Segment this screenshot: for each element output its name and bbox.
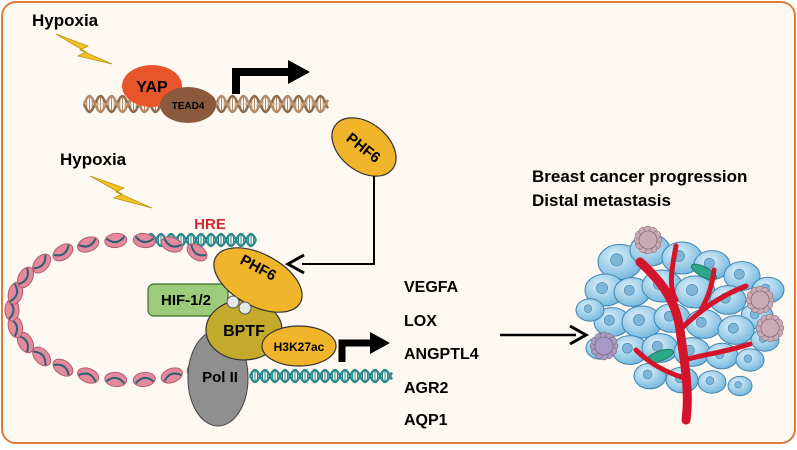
lightning-bolt-icon-2 <box>89 175 153 209</box>
chromatin-loop <box>4 232 258 388</box>
phf6-protein-top <box>331 117 397 177</box>
binding-dot-2 <box>238 301 252 315</box>
hypoxia-label-top: Hypoxia <box>32 11 99 30</box>
transcription-arrow-icon <box>232 68 290 94</box>
tead4-label: TEAD4 <box>172 101 205 112</box>
hre-label: HRE <box>194 216 226 233</box>
gene-aqp1: AQP1 <box>404 412 448 429</box>
outcome-line-1: Breast cancer progression <box>532 167 747 186</box>
phf6-recruit-arrowhead <box>284 253 305 275</box>
outcome-arrowhead <box>569 324 590 346</box>
lightning-bolt-icon <box>55 33 113 65</box>
gene-angptl4: ANGPTL4 <box>404 346 479 363</box>
yap-label: YAP <box>136 79 168 96</box>
phf6-recruit-line <box>302 176 375 265</box>
gene-agr2: AGR2 <box>404 380 449 397</box>
transcription-arrow-head-2 <box>370 332 390 354</box>
transcription-arrow-head <box>288 60 310 84</box>
dna-helix-bottom <box>248 368 394 384</box>
tead4-protein <box>160 87 216 123</box>
transcription-arrow-icon-2 <box>338 339 372 362</box>
binding-dot-1 <box>226 295 240 309</box>
pol2-label: Pol II <box>202 369 238 386</box>
target-gene-list: VEGFA LOX ANGPTL4 AGR2 AQP1 <box>404 279 479 429</box>
bptf-label: BPTF <box>223 323 265 340</box>
outcome-line-2: Distal metastasis <box>532 191 671 210</box>
gene-vegfa: VEGFA <box>404 279 459 296</box>
hif-label: HIF-1/2 <box>161 292 211 309</box>
tumor-icon <box>575 225 785 425</box>
h3k27ac-label: H3K27ac <box>274 340 325 354</box>
gene-lox: LOX <box>404 313 437 330</box>
h3k27ac-mark <box>261 325 337 367</box>
hypoxia-label-bottom: Hypoxia <box>60 150 127 169</box>
